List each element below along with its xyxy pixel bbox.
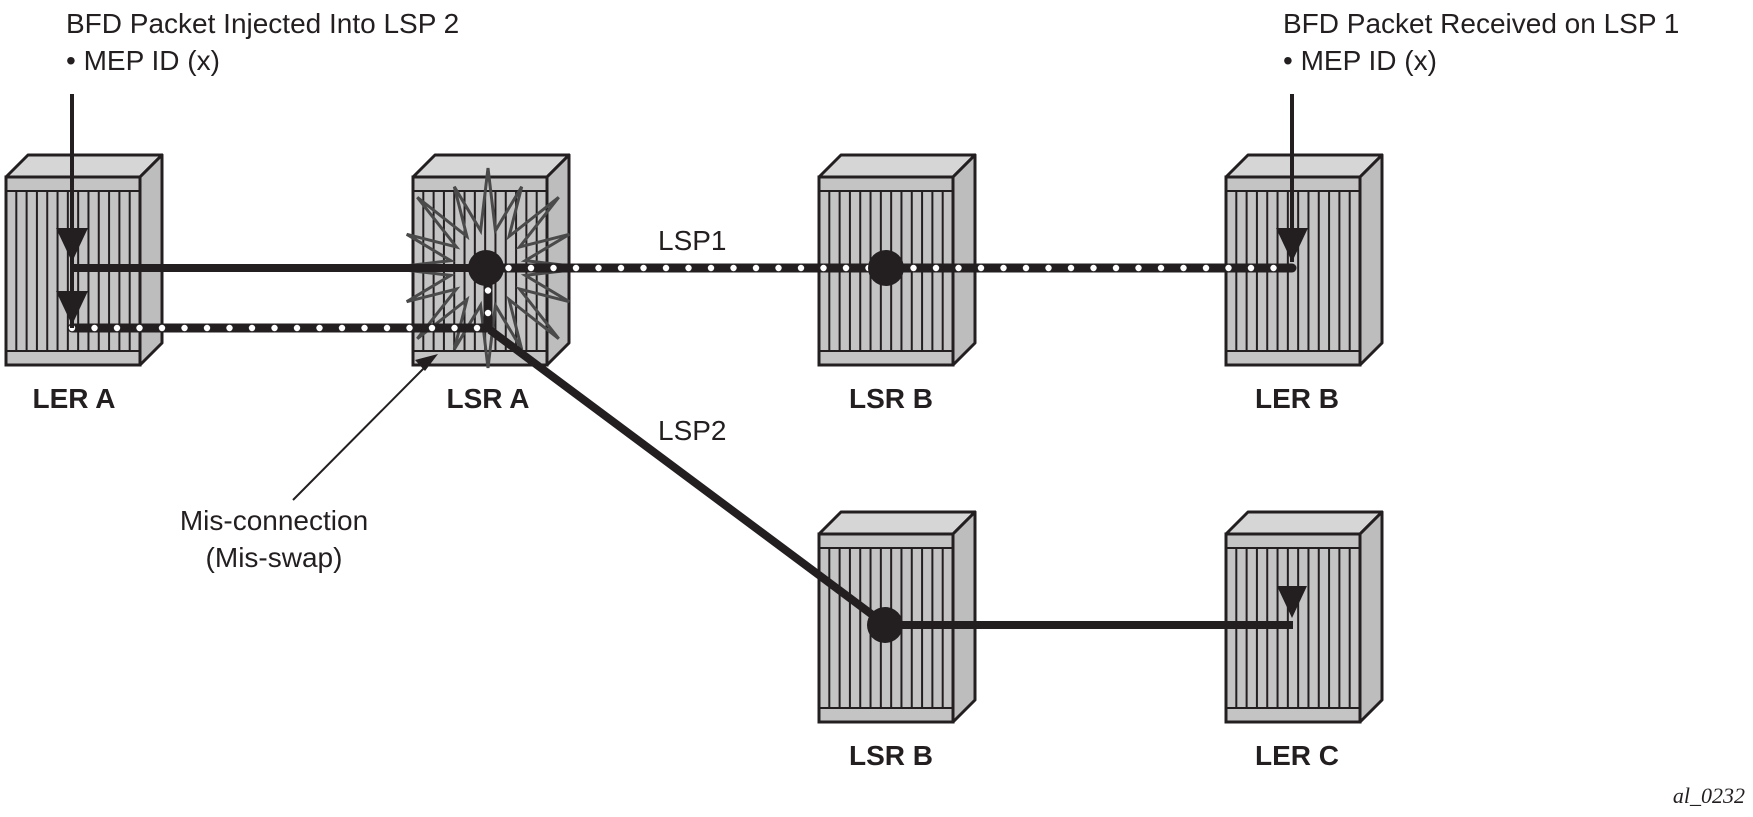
injected-bullet: • MEP ID (x) [66, 45, 220, 76]
arrowhead-icon [1276, 228, 1308, 262]
dotted-line-dot [572, 264, 580, 272]
dotted-line-dot [977, 264, 985, 272]
pointer-arrowhead-icon [415, 354, 438, 371]
figure-id: al_0232 [1673, 783, 1745, 808]
lsr-b-top-node-dot [868, 250, 904, 286]
router-side-face [1358, 153, 1384, 367]
router-top-face [4, 153, 164, 179]
router-ler-a [4, 153, 164, 367]
dotted-line-dot [505, 264, 512, 272]
dotted-line-dot [1225, 264, 1232, 272]
dotted-line-dot [932, 264, 940, 272]
node-label-lsr-a: LSR A [447, 383, 530, 414]
node-label-ler-a: LER A [33, 383, 116, 414]
burst-outline [387, 167, 589, 369]
misconnection-label-line2: (Mis-swap) [206, 542, 343, 573]
dotted-line-dot [1157, 264, 1165, 272]
lsp2-segment-lsr-a-to-lsr-b [487, 326, 889, 629]
dotted-line-dot [1000, 264, 1007, 272]
router-top-face [817, 153, 977, 179]
dotted-line-dot [797, 264, 805, 272]
dotted-line-dot [1180, 264, 1187, 272]
dotted-line-dot [640, 264, 647, 272]
arrowhead-icon [56, 291, 88, 325]
dotted-line-dot [730, 264, 737, 272]
dotted-line-dot [1202, 264, 1210, 272]
dotted-line-dot [775, 264, 782, 272]
node-label-lsr-b-top: LSR B [849, 383, 933, 414]
node-label-ler-c: LER C [1255, 740, 1339, 771]
dotted-line-dot [707, 264, 715, 272]
injected-title: BFD Packet Injected Into LSP 2 [66, 8, 459, 39]
dotted-line-dot [595, 264, 602, 272]
dotted-line-dot [484, 309, 492, 317]
misconnection-label-line1: Mis-connection [180, 505, 368, 536]
node-label-lsr-b-bottom: LSR B [849, 740, 933, 771]
dotted-line-dot [1022, 264, 1030, 272]
router-top-face [1224, 153, 1384, 179]
dotted-line-dot [685, 264, 692, 272]
router-side-face [951, 153, 977, 367]
dotted-line-dot [383, 324, 391, 332]
dotted-line-dot [406, 324, 413, 332]
dotted-line-dot [1090, 264, 1097, 272]
dotted-line-dot [955, 264, 962, 272]
dotted-line-dot [293, 324, 301, 332]
dotted-line-dot [1270, 264, 1277, 272]
dotted-line-dot [484, 287, 492, 294]
router-side-face [951, 510, 977, 724]
dotted-line-dot [752, 264, 760, 272]
dotted-line-dot [271, 324, 278, 332]
dotted-line-dot [1067, 264, 1075, 272]
router-ler-c [1224, 510, 1384, 724]
dotted-line-dot [181, 324, 188, 332]
router-ler-b [1224, 153, 1384, 367]
dotted-line-dot [428, 324, 436, 332]
dotted-line-dot [136, 324, 143, 332]
dotted-line-dot [91, 324, 98, 332]
dotted-line-dot [473, 324, 481, 332]
dotted-line-dot [617, 264, 625, 272]
lsr-b-bottom-node-dot [867, 607, 903, 643]
dotted-line-dot [550, 264, 557, 272]
router-side-face [1358, 510, 1384, 724]
dotted-line-dot [248, 324, 256, 332]
misconnection-burst [387, 167, 589, 369]
lsp2-label: LSP2 [658, 415, 727, 446]
dotted-line-dot [338, 324, 346, 332]
misconnection-pointer [292, 361, 431, 501]
dotted-line-dot [226, 324, 233, 332]
lsp1-segment-ler-a-to-lsr-a [67, 323, 493, 333]
arrowhead-icon [56, 228, 88, 262]
dotted-line-dot [316, 324, 323, 332]
node-label-ler-b: LER B [1255, 383, 1339, 414]
received-bullet: • MEP ID (x) [1283, 45, 1437, 76]
lsp1-label: LSP1 [658, 225, 727, 256]
router-top-face [817, 510, 977, 536]
dotted-line-dot [1135, 264, 1142, 272]
dotted-line-dot [910, 264, 917, 272]
lsr-a-node-dot [468, 250, 504, 286]
dotted-line-dot [1112, 264, 1120, 272]
router-top-face [411, 153, 571, 179]
router-side-face [138, 153, 164, 367]
dotted-line-dot [451, 324, 458, 332]
dotted-line-dot [662, 264, 670, 272]
dotted-line-dot [113, 324, 121, 332]
dotted-line-dot [842, 264, 850, 272]
dotted-line-dot [361, 324, 368, 332]
arrowhead-icon [1277, 586, 1307, 618]
router-top-face [1224, 510, 1384, 536]
received-title: BFD Packet Received on LSP 1 [1283, 8, 1679, 39]
dotted-line-dot [527, 264, 535, 272]
dotted-line-dot [820, 264, 827, 272]
dotted-line-dot [203, 324, 211, 332]
dotted-line-dot [158, 324, 166, 332]
dotted-line-dot [1045, 264, 1052, 272]
dotted-line-dot [1247, 264, 1255, 272]
